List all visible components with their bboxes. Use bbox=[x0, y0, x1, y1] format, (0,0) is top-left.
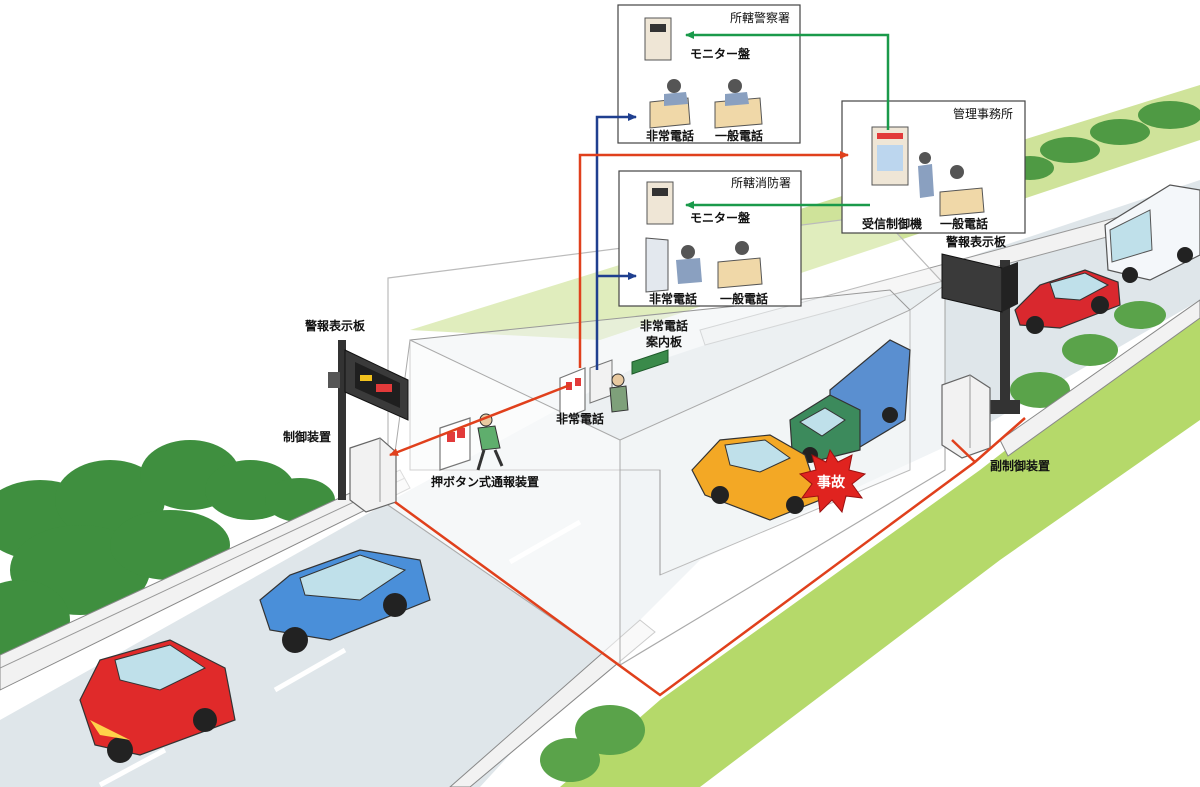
operator-standing bbox=[918, 152, 934, 198]
green-link-police bbox=[685, 31, 890, 130]
office-label: 管理事務所 bbox=[953, 106, 1013, 121]
fire-station-box bbox=[618, 170, 802, 307]
red-car-far bbox=[1014, 269, 1121, 334]
right-bushes bbox=[540, 301, 1166, 782]
warning-board-right bbox=[941, 253, 1020, 414]
guide-board-label-line2: 案内板 bbox=[645, 334, 683, 349]
tunnel-emergency-phone-label: 非常電話 bbox=[556, 411, 604, 426]
push-button-alarm-unit bbox=[439, 417, 471, 471]
guide-board-sign bbox=[631, 349, 669, 375]
fire-station-label: 所轄消防署 bbox=[731, 175, 791, 190]
fire-general-phone-label: 一般電話 bbox=[720, 291, 768, 306]
control-unit-left bbox=[349, 437, 397, 513]
tunnel-emergency-phone-box bbox=[559, 359, 613, 421]
fire-monitor-panel bbox=[646, 181, 674, 225]
receiver-control-unit bbox=[871, 126, 909, 186]
crashed-taxi bbox=[691, 434, 821, 521]
far-trees bbox=[1006, 101, 1200, 180]
management-office-box bbox=[841, 100, 1026, 234]
right-grass bbox=[560, 300, 1200, 787]
labels: 所轄警察署 モニター盤 非常電話 一般電話 管理事務所 受信制御機 一般電話 所… bbox=[283, 10, 1050, 489]
guide-board-label-line1: 非常電話 bbox=[640, 318, 688, 333]
warning-board-right-label: 警報表示板 bbox=[945, 234, 1007, 249]
accident-label: 事故 bbox=[817, 474, 846, 491]
sub-control-unit-label: 副制御装置 bbox=[990, 458, 1050, 473]
fire-emergency-console bbox=[645, 237, 702, 293]
blue-car bbox=[259, 549, 431, 653]
near-right-guard-rail bbox=[449, 299, 1200, 787]
left-trees bbox=[0, 440, 335, 660]
fire-monitor-label: モニター盤 bbox=[690, 210, 751, 225]
office-general-phone-label: 一般電話 bbox=[940, 216, 988, 231]
fire-general-desk bbox=[717, 241, 763, 289]
blue-link-emergency-phone bbox=[595, 113, 637, 370]
receiver-label: 受信制御機 bbox=[862, 216, 922, 231]
police-emergency-phone-label: 非常電話 bbox=[646, 128, 694, 143]
warning-board-left bbox=[328, 340, 409, 500]
office-general-desk bbox=[939, 165, 985, 217]
red-alarm-lines bbox=[389, 151, 1026, 697]
accident-burst: 事故 bbox=[798, 448, 867, 514]
warning-board-left-label: 警報表示板 bbox=[304, 318, 366, 333]
red-car-front bbox=[79, 639, 236, 763]
police-monitor-label: モニター盤 bbox=[690, 46, 751, 61]
police-station-box bbox=[617, 4, 801, 144]
fire-emergency-phone-label: 非常電話 bbox=[649, 291, 697, 306]
bus bbox=[1104, 184, 1200, 283]
police-general-desk bbox=[714, 79, 763, 129]
phone-caller bbox=[609, 373, 629, 413]
sub-control-unit bbox=[941, 374, 991, 459]
control-unit-label: 制御装置 bbox=[283, 429, 331, 444]
police-monitor-panel bbox=[644, 17, 672, 61]
police-emergency-desk bbox=[649, 79, 691, 129]
police-general-phone-label: 一般電話 bbox=[715, 128, 763, 143]
push-button-alarm-label: 押ボタン式通報装置 bbox=[431, 474, 539, 489]
police-station-label: 所轄警察署 bbox=[730, 10, 790, 25]
